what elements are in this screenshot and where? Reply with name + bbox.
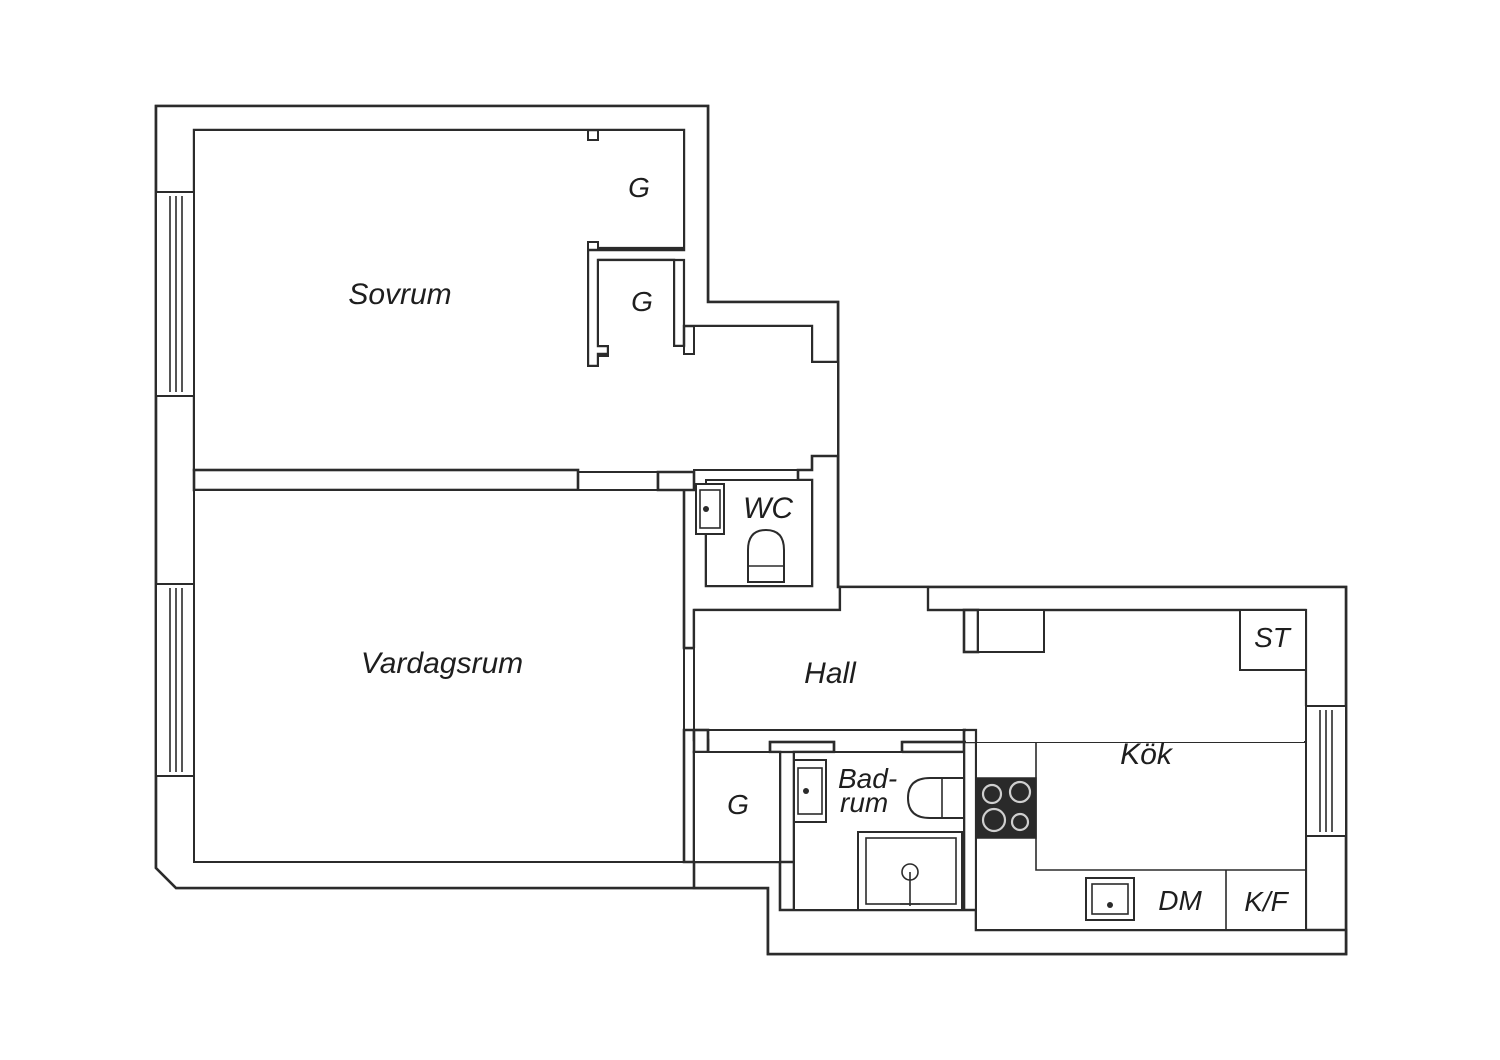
label-st: ST [1254,622,1292,653]
window-vardagsrum-glass [169,588,183,772]
label-closet-top: G [628,172,650,203]
stove-burner-1 [981,783,1003,805]
stove-burner-2 [1008,780,1032,804]
kitchen-sink [1085,877,1135,921]
stove-burner-3 [981,807,1007,833]
wc-sink-basin [699,489,721,529]
label-badrum-1: Bad- [838,763,897,794]
partition-sovrum-vardagsrum [192,468,580,492]
hall-left-edge [682,610,696,648]
badrum-toilet-icon [906,777,965,819]
badrum-sink-basin [797,767,823,815]
label-dm: DM [1158,885,1202,916]
label-wc: WC [743,492,793,525]
label-vardagsrum: Vardagsrum [361,647,523,680]
window-vardagsrum-frame [155,583,195,777]
window-sovrum-glass [169,196,183,392]
kitchen-sink-drain [1107,902,1113,908]
label-kf: K/F [1244,886,1289,917]
wc-sink-drain [703,506,709,512]
label-closet-mid: G [631,286,653,317]
storage-cabinet [1239,609,1307,671]
window-sovrum-frame [155,191,195,397]
label-closet-hall: G [727,789,749,820]
fridge-unit [977,609,1045,653]
label-sovrum: Sovrum [348,278,451,311]
label-hall: Hall [804,657,857,690]
wall-hall-bottom [692,728,710,754]
kitchen-sink-basin [1091,883,1129,915]
wc-toilet-icon [747,528,785,583]
badrum-sink [793,759,827,823]
kitchen-floor-open [1038,744,1304,868]
label-badrum-2: rum [840,787,888,818]
stove-burner-4 [1010,812,1030,832]
shower-pipe-icon [900,872,920,906]
room-vardagsrum [193,489,685,863]
window-kitchen-glass [1319,710,1333,832]
closet-mid-outline [598,258,686,346]
label-kok: Kök [1120,738,1174,771]
closet-hall [693,751,781,863]
badrum-sink-drain [803,788,809,794]
fridge-wall [962,608,980,654]
hall-bottom-edges [694,728,978,754]
